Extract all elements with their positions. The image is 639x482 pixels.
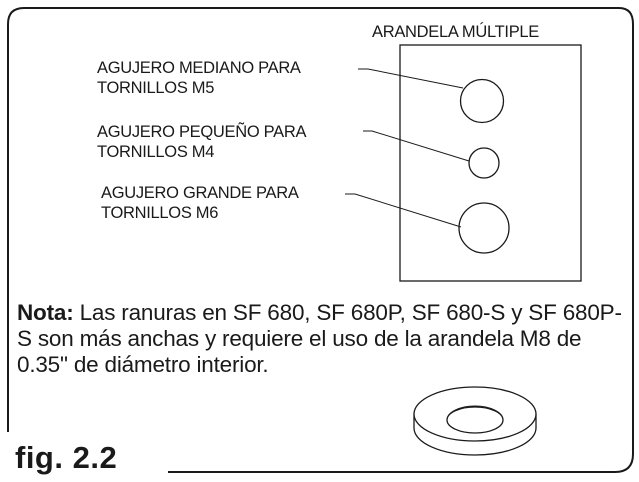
leader-line-m4 [363, 130, 470, 162]
hole-m4-circle [468, 147, 500, 179]
figure-label: fig. 2.2 [15, 440, 118, 475]
figure-border [7, 7, 634, 473]
hole-label-line: TORNILLOS M5 [97, 79, 215, 97]
hole-label-m4: AGUJERO PEQUEÑO PARA TORNILLOS M4 [97, 122, 306, 162]
hole-label-line: AGUJERO GRANDE PARA [101, 184, 299, 202]
hole-m5-circle [459, 78, 505, 124]
leader-line-m5 [358, 68, 464, 89]
hole-m6-circle [458, 202, 510, 254]
note-label: Nota: [17, 300, 74, 325]
flat-washer-drawing [413, 386, 537, 456]
hole-label-line: AGUJERO MEDIANO PARA [97, 59, 301, 77]
note-text: Las ranuras en SF 680, SF 680P, SF 680-S… [17, 300, 622, 377]
hole-label-line: TORNILLOS M4 [97, 143, 215, 161]
leader-line-m6 [345, 193, 462, 228]
note-paragraph: Nota: Las ranuras en SF 680, SF 680P, SF… [17, 300, 627, 378]
hole-label-line: AGUJERO PEQUEÑO PARA [97, 123, 307, 141]
washer-plate [399, 44, 582, 282]
hole-label-m6: AGUJERO GRANDE PARA TORNILLOS M6 [101, 183, 299, 223]
washer-title: ARANDELA MÚLTIPLE [372, 23, 539, 41]
hole-label-line: TORNILLOS M6 [101, 204, 219, 222]
hole-label-m5: AGUJERO MEDIANO PARA TORNILLOS M5 [97, 58, 301, 98]
